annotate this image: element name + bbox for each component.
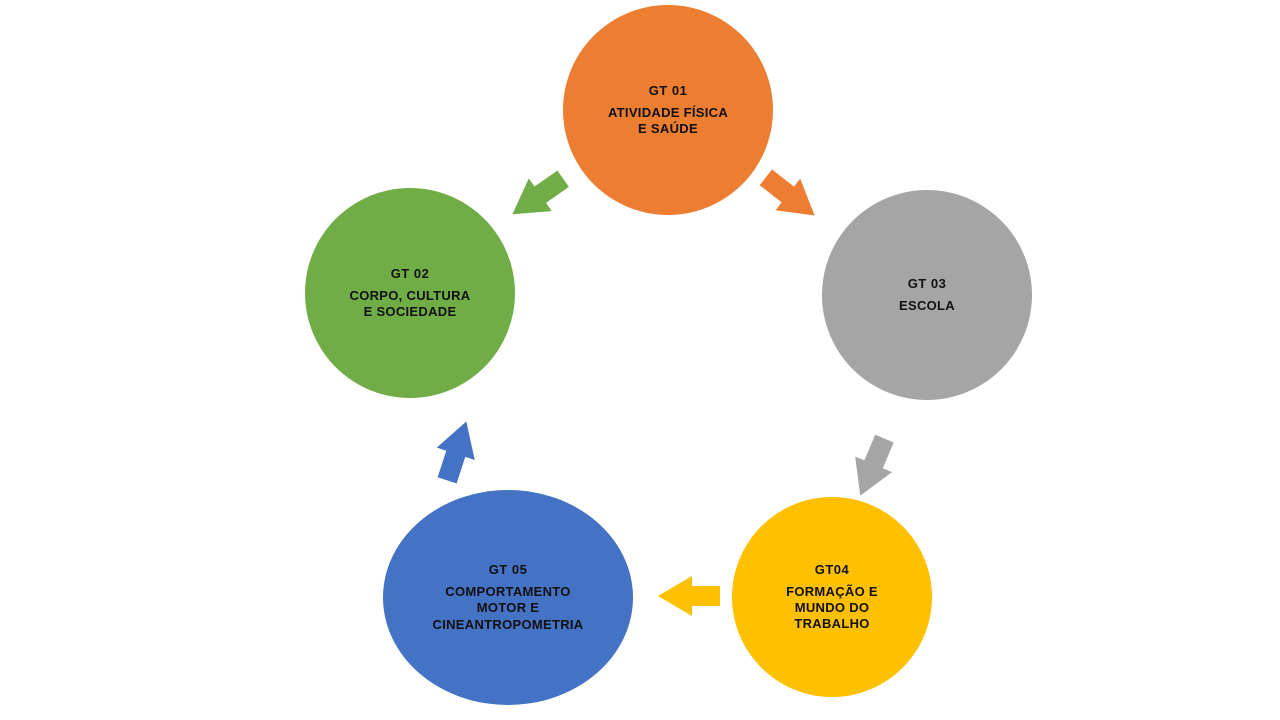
node-title: GT 05 [488,562,528,578]
node-title: GT 01 [648,82,688,98]
arrow-gt04-to-gt05-icon [658,576,720,616]
node-gt02-corpo-cultura-e-sociedade: GT 02 CORPO, CULTURA E SOCIEDADE [305,188,515,398]
node-label: ATIVIDADE FÍSICA E SAÚDE [607,104,729,136]
node-label: COMPORTAMENTO MOTOR E CINEANTROPOMETRIA [432,584,584,632]
arrow-gt03-to-gt04-icon [855,434,894,496]
node-title: GT04 [814,561,850,577]
node-title: GT 02 [390,265,430,281]
arrow-gt01-to-gt03-icon [759,169,815,216]
node-gt03-escola: GT 03 ESCOLA [822,190,1032,400]
node-gt05-comportamento-motor-e-cineantropometria: GT 05 COMPORTAMENTO MOTOR E CINEANTROPOM… [383,490,633,705]
node-gt01-atividade-fisica-e-saude: GT 01 ATIVIDADE FÍSICA E SAÚDE [563,5,773,215]
arrow-gt01-to-gt02-icon [512,170,569,215]
node-label: CORPO, CULTURA E SOCIEDADE [349,287,471,319]
node-title: GT 03 [907,275,947,291]
node-label: FORMAÇÃO E MUNDO DO TRABALHO [786,583,878,632]
node-gt04-formacao-e-mundo-do-trabalho: GT04 FORMAÇÃO E MUNDO DO TRABALHO [732,497,932,697]
node-label: ESCOLA [899,297,955,313]
arrow-gt05-to-gt02-icon [436,421,475,484]
